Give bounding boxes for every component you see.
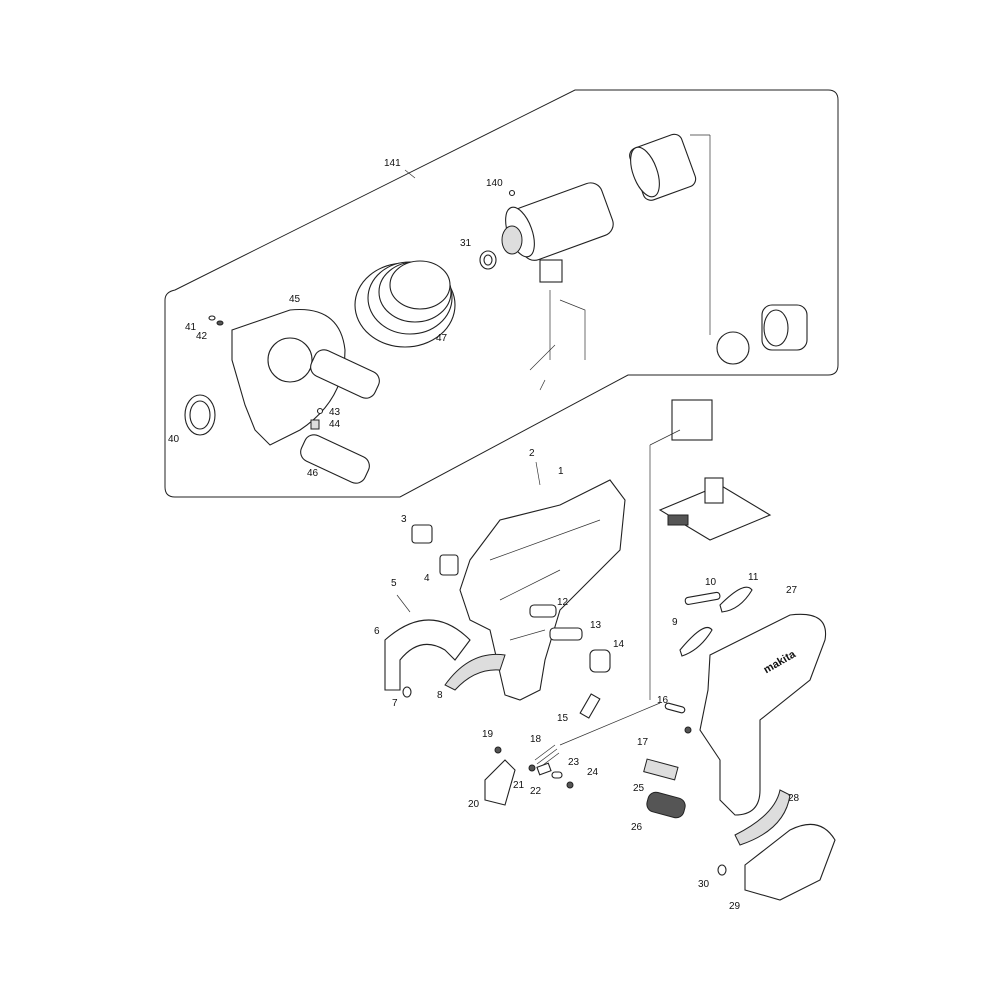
label-17: 17 <box>637 737 649 748</box>
pin-7 <box>402 686 412 698</box>
washer-31 <box>479 250 497 270</box>
small-parts-41-44 <box>208 315 324 430</box>
pins-9-10-11-16 <box>664 586 753 734</box>
label-21: 21 <box>513 780 525 791</box>
housing-27: makita <box>699 613 827 816</box>
base-6 <box>384 619 471 691</box>
label-5: 5 <box>391 578 397 589</box>
plate-25 <box>643 758 679 781</box>
label-18: 18 <box>530 734 542 745</box>
cover-29 <box>744 823 836 901</box>
label-1: 1 <box>558 466 564 477</box>
spring-47 <box>354 260 456 348</box>
ring-40 <box>184 394 216 436</box>
gear-housing <box>629 133 697 201</box>
label-20: 20 <box>468 799 480 810</box>
clip-3 <box>411 524 433 544</box>
label-15: 15 <box>557 713 569 724</box>
label-31: 31 <box>460 238 472 249</box>
leader-141 <box>404 169 416 179</box>
label-29: 29 <box>729 901 741 912</box>
clamp-head-45 <box>231 308 380 484</box>
button-26 <box>646 791 686 819</box>
label-22: 22 <box>530 786 542 797</box>
label-47: 47 <box>436 333 448 344</box>
part-4 <box>439 554 459 576</box>
label-44: 44 <box>329 419 341 430</box>
label-46: 46 <box>307 468 319 479</box>
switch-block <box>529 259 586 391</box>
label-9: 9 <box>672 617 678 628</box>
label-7: 7 <box>392 698 398 709</box>
label-13: 13 <box>590 620 602 631</box>
label-30: 30 <box>698 879 710 890</box>
rubber-28 <box>734 789 791 846</box>
label-26: 26 <box>631 822 643 833</box>
label-42: 42 <box>196 331 208 342</box>
label-23: 23 <box>568 757 580 768</box>
label-45: 45 <box>289 294 301 305</box>
label-2: 2 <box>529 448 535 459</box>
assembly-141-outline <box>164 89 839 498</box>
label-140: 140 <box>486 178 503 189</box>
label-28: 28 <box>788 793 800 804</box>
label-4: 4 <box>424 573 430 584</box>
label-12: 12 <box>557 597 569 608</box>
label-41: 41 <box>185 322 197 333</box>
motor-unit <box>761 304 808 351</box>
screw-5 <box>396 594 411 613</box>
label-8: 8 <box>437 690 443 701</box>
label-11: 11 <box>748 572 759 583</box>
label-14: 14 <box>613 639 625 650</box>
label-27: 27 <box>786 585 798 596</box>
label-25: 25 <box>633 783 645 794</box>
label-19: 19 <box>482 729 494 740</box>
label-141: 141 <box>384 158 401 169</box>
rubber-8 <box>444 653 506 691</box>
part-labels: 141 140 31 45 47 41 42 40 43 44 46 2 1 3… <box>168 158 800 912</box>
switch-assembly <box>658 399 772 541</box>
label-10: 10 <box>705 577 717 588</box>
label-24: 24 <box>587 767 599 778</box>
label-43: 43 <box>329 407 341 418</box>
o-ring <box>716 331 750 365</box>
label-3: 3 <box>401 514 407 525</box>
trigger-19-24 <box>484 744 574 806</box>
label-6: 6 <box>374 626 380 637</box>
pin-30 <box>717 864 727 876</box>
lever-12-13-14 <box>529 604 611 719</box>
label-16: 16 <box>657 695 669 706</box>
spindle-assembly-140 <box>501 182 614 261</box>
screw-2 <box>535 461 541 486</box>
label-40: 40 <box>168 434 180 445</box>
